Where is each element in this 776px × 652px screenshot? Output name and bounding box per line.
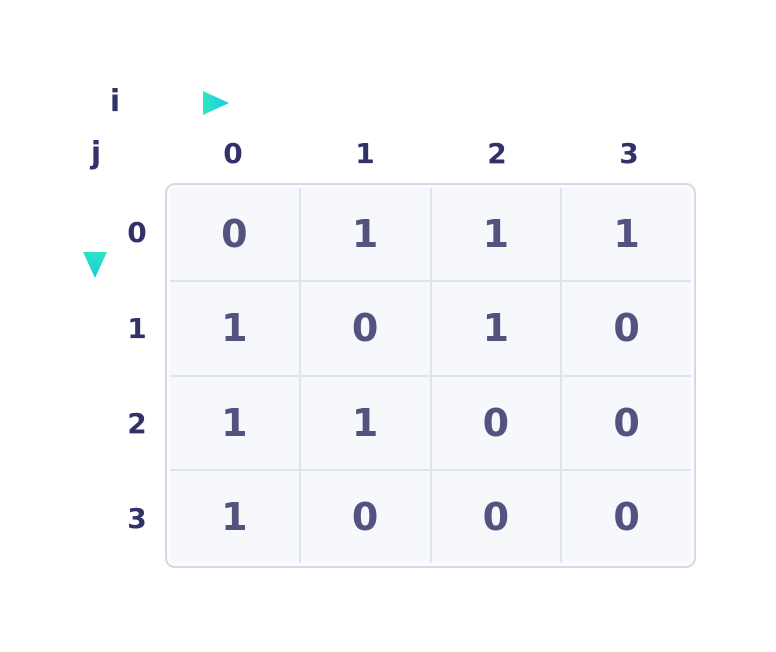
row-header-1: 1: [127, 312, 147, 345]
matrix-grid: 0 1 1 1 1 0 1 0 1 1 0 0 1 0 0 0: [170, 188, 691, 563]
j-axis-label: j: [90, 136, 102, 171]
matrix-cell-2-1: 1: [300, 376, 430, 469]
matrix-cell-3-3: 0: [562, 470, 691, 563]
column-header-1: 1: [355, 137, 375, 170]
column-header-3: 3: [619, 137, 639, 170]
j-axis-arrow-icon: [83, 182, 107, 278]
matrix-cell-3-1: 0: [300, 470, 430, 563]
i-axis-arrow-icon: [135, 91, 229, 115]
matrix-cell-0-3: 1: [562, 188, 691, 281]
i-axis-label: i: [109, 84, 121, 119]
matrix-cell-0-2: 1: [431, 188, 561, 281]
matrix-cell-1-1: 0: [300, 282, 430, 375]
matrix-cell-0-0: 0: [170, 188, 299, 281]
matrix-cell-1-2: 1: [431, 282, 561, 375]
matrix-cell-1-0: 1: [170, 282, 299, 375]
row-header-3: 3: [127, 502, 147, 535]
matrix-cell-1-3: 0: [562, 282, 691, 375]
column-header-2: 2: [487, 137, 507, 170]
matrix-cell-2-3: 0: [562, 376, 691, 469]
column-header-0: 0: [223, 137, 243, 170]
matrix-cell-3-2: 0: [431, 470, 561, 563]
row-header-2: 2: [127, 407, 147, 440]
row-header-0: 0: [127, 216, 147, 249]
matrix-cell-3-0: 1: [170, 470, 299, 563]
matrix-cell-2-0: 1: [170, 376, 299, 469]
matrix-table: 0 1 1 1 1 0 1 0 1 1 0 0 1 0 0 0: [165, 183, 696, 568]
matrix-cell-0-1: 1: [300, 188, 430, 281]
matrix-cell-2-2: 0: [431, 376, 561, 469]
